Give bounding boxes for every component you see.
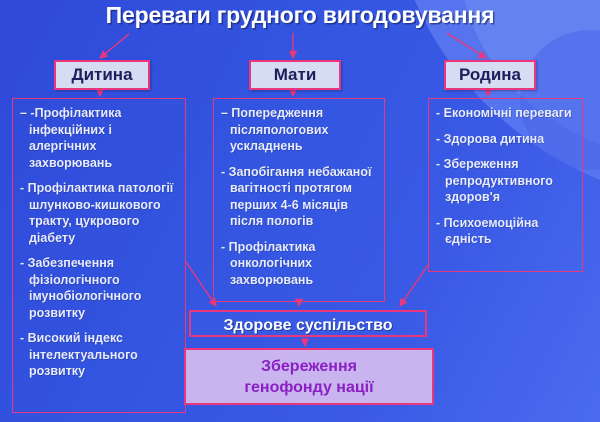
slide-title: Переваги грудного вигодовування xyxy=(105,2,495,28)
list-item: - Збереження репродуктивного здоров'я xyxy=(436,157,553,204)
header-box-mother[interactable]: Мати xyxy=(249,60,341,90)
list-item: - Профілактика онкологічних захворювань xyxy=(221,239,316,287)
list-item: - Здорова дитина xyxy=(436,131,545,146)
header-box-family[interactable]: Родина xyxy=(444,60,536,90)
conclusion-box-genefund[interactable]: Збереження генофонду нації xyxy=(184,348,434,405)
list-item: - Забезпечення фізіологічного імунобіоло… xyxy=(20,256,142,320)
list-item: - Запобігання небажаної вагітності протя… xyxy=(221,164,372,229)
header-box-child[interactable]: Дитина xyxy=(54,60,150,90)
benefit-list-family: - Економічні переваги - Здорова дитина -… xyxy=(429,99,582,248)
list-item: – Попередження післяпологових ускладнень xyxy=(221,106,329,153)
list-item: - Економічні переваги xyxy=(436,106,572,120)
benefit-panel-mother: – Попередження післяпологових ускладнень… xyxy=(213,98,385,302)
conclusion-box-society[interactable]: Здорове суспільство xyxy=(189,310,427,337)
benefit-list-child: – -Профілактика інфекційних і алергічних… xyxy=(13,99,185,380)
list-item: - Психоемоційна єдність xyxy=(436,215,539,247)
benefit-panel-family: - Економічні переваги - Здорова дитина -… xyxy=(428,98,583,272)
benefit-list-mother: – Попередження післяпологових ускладнень… xyxy=(214,99,384,288)
list-item: - Профілактика патології шлунково-кишков… xyxy=(20,181,174,245)
list-item: – -Профілактика інфекційних і алергічних… xyxy=(20,106,122,170)
benefit-panel-child: – -Профілактика інфекційних і алергічних… xyxy=(12,98,186,413)
list-item: - Високий індекс інтелектуального розвит… xyxy=(20,331,138,378)
